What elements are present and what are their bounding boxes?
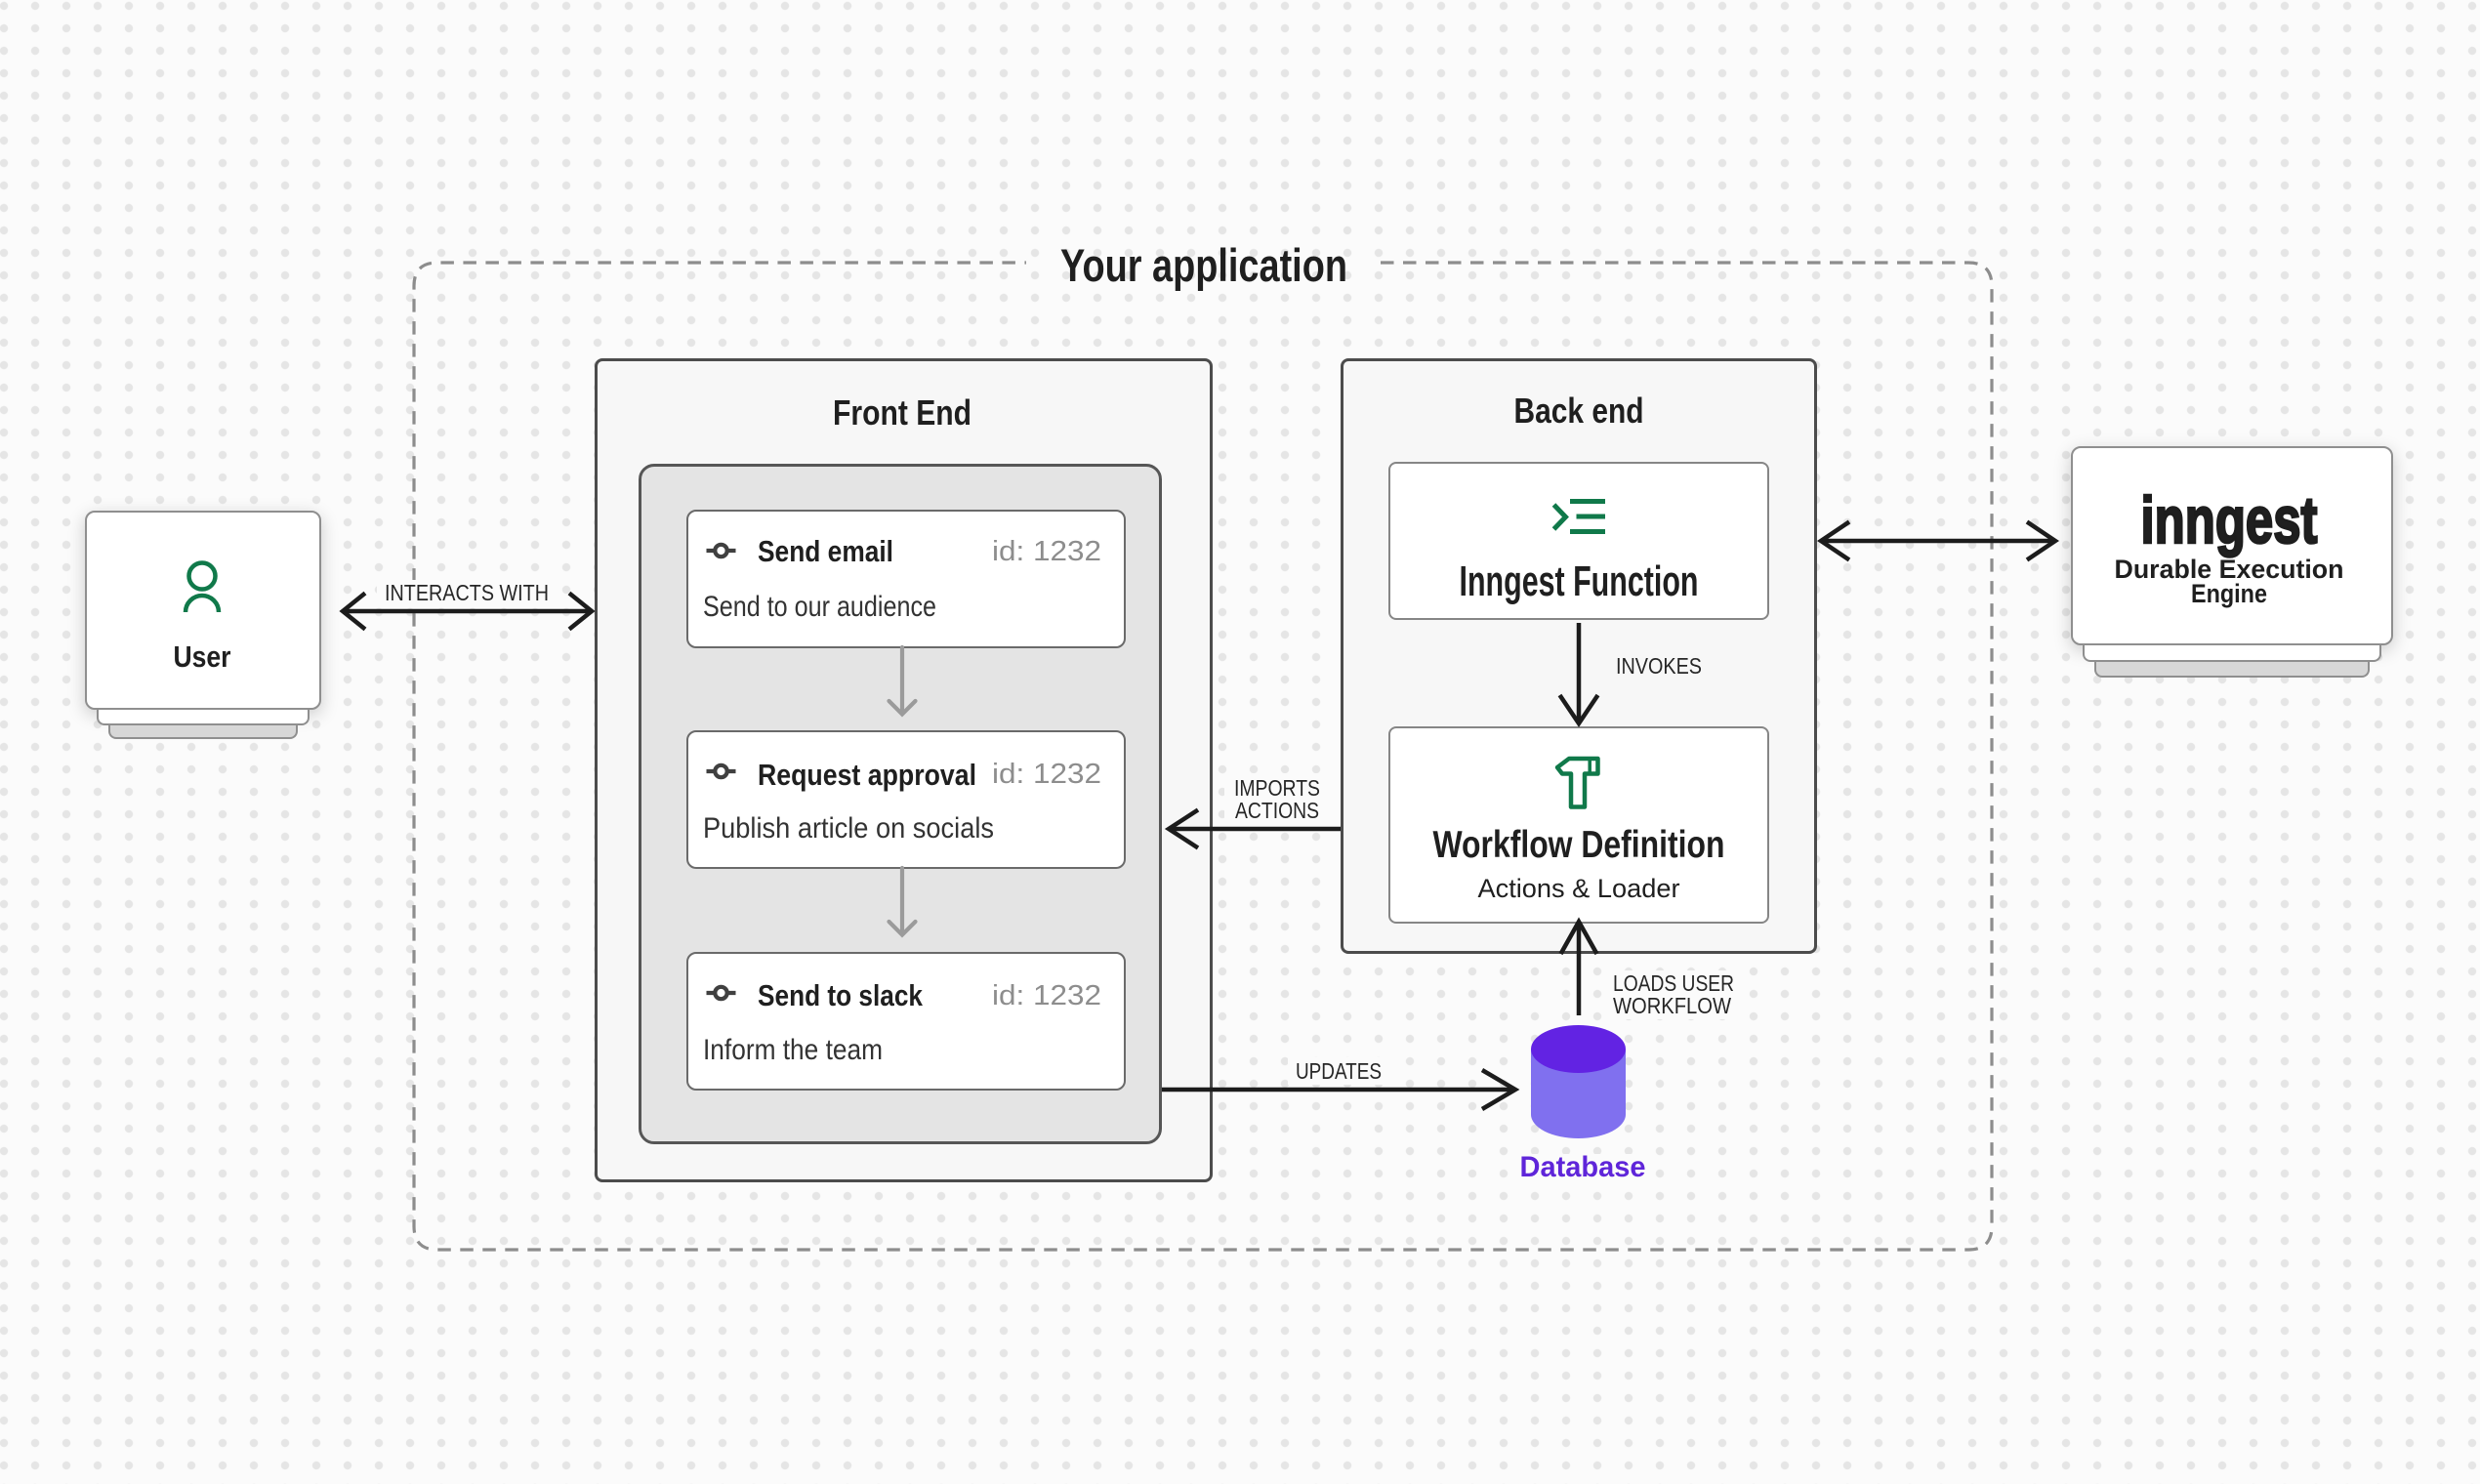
svg-text:Send to our audience: Send to our audience bbox=[703, 591, 936, 623]
svg-text:id: 1232: id: 1232 bbox=[992, 980, 1101, 1011]
svg-text:UPDATES: UPDATES bbox=[1296, 1058, 1382, 1084]
svg-text:Database: Database bbox=[1520, 1151, 1646, 1183]
svg-text:id: 1232: id: 1232 bbox=[992, 759, 1101, 790]
svg-text:LOADS USER: LOADS USER bbox=[1613, 970, 1734, 996]
svg-text:Your application: Your application bbox=[1060, 239, 1347, 291]
svg-text:Engine: Engine bbox=[2191, 579, 2267, 608]
svg-text:IMPORTS: IMPORTS bbox=[1234, 775, 1320, 801]
svg-text:inngest: inngest bbox=[2141, 483, 2318, 557]
svg-text:Inform the team: Inform the team bbox=[703, 1034, 883, 1066]
svg-text:ACTIONS: ACTIONS bbox=[1235, 798, 1319, 823]
svg-text:INVOKES: INVOKES bbox=[1616, 653, 1702, 679]
svg-text:Publish article on socials: Publish article on socials bbox=[703, 812, 994, 845]
svg-text:Actions & Loader: Actions & Loader bbox=[1478, 874, 1680, 903]
svg-text:INTERACTS WITH: INTERACTS WITH bbox=[385, 580, 549, 605]
svg-text:Inngest Function: Inngest Function bbox=[1460, 557, 1699, 605]
svg-text:Back end: Back end bbox=[1514, 391, 1644, 431]
svg-text:User: User bbox=[174, 639, 231, 674]
svg-text:Workflow Definition: Workflow Definition bbox=[1433, 824, 1725, 866]
svg-text:id: 1232: id: 1232 bbox=[992, 536, 1101, 567]
svg-text:Durable Execution: Durable Execution bbox=[2115, 555, 2344, 584]
svg-text:Request approval: Request approval bbox=[758, 758, 976, 792]
svg-text:WORKFLOW: WORKFLOW bbox=[1613, 993, 1732, 1018]
svg-text:Send email: Send email bbox=[758, 534, 893, 568]
svg-text:Send to slack: Send to slack bbox=[758, 978, 924, 1012]
svg-text:Front End: Front End bbox=[833, 392, 971, 433]
